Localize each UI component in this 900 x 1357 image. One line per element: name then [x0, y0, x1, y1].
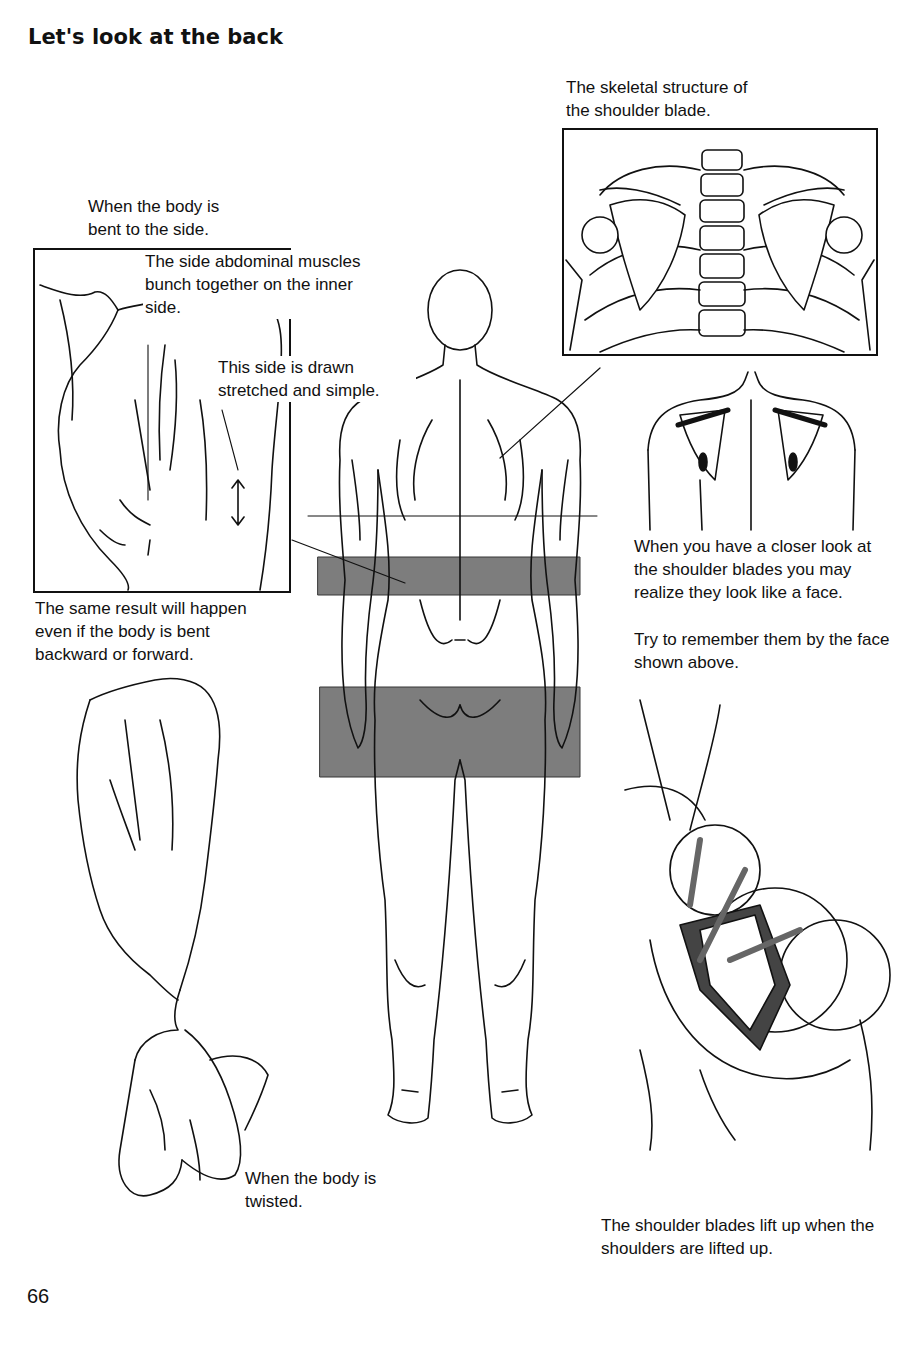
page-number: 66 — [27, 1284, 87, 1308]
shoulder-blade-face — [648, 372, 855, 530]
note: Try to remember them by the face shown a… — [634, 628, 892, 674]
leader-line — [500, 368, 600, 458]
shoulder-skeleton — [566, 150, 874, 352]
note: The shoulder blades lift up when the sho… — [601, 1214, 893, 1260]
illustration-box: The skeletal structure of the shoulder b… — [562, 128, 878, 356]
lifted-shoulder — [625, 700, 890, 1150]
note: The same result will happen even if the … — [35, 597, 287, 666]
grey-band — [320, 687, 580, 777]
grey-band — [318, 557, 580, 595]
note: When you have a closer look at the shoul… — [634, 535, 892, 604]
guide-line — [308, 516, 597, 517]
note: When the body is twisted. — [245, 1167, 380, 1213]
leader-line — [292, 540, 405, 583]
box-heading: The skeletal structure of the shoulder b… — [566, 76, 766, 122]
note: This side is drawn stretched and simple. — [216, 356, 416, 402]
twisted-figure — [77, 678, 268, 1195]
page-title: Let's look at the back — [28, 24, 283, 50]
bent-torso-sketch — [40, 285, 281, 590]
box-heading: When the body is bent to the side. — [88, 195, 253, 241]
note: The side abdominal muscles bunch togethe… — [143, 250, 389, 319]
